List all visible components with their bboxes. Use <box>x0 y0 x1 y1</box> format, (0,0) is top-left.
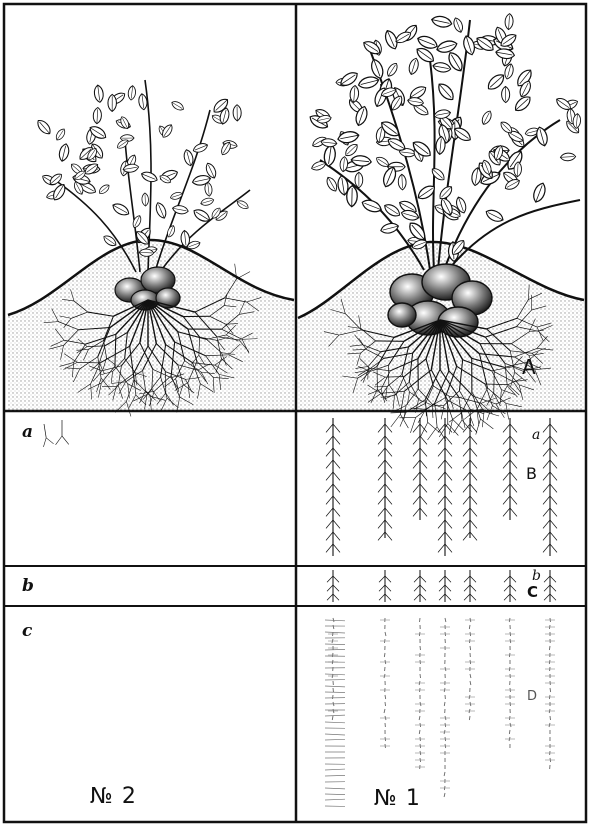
layer-label-C: C <box>527 585 538 600</box>
figure-number-2: № 2 <box>90 786 137 808</box>
layer-label-B: B <box>526 466 537 482</box>
soil-mound-left <box>8 240 294 411</box>
row-label-a-right: a <box>532 428 540 442</box>
row-label-c-left: c <box>22 623 32 640</box>
layer-label-A: A <box>522 357 536 377</box>
figure-number-1: № 1 <box>374 788 421 810</box>
foliage <box>35 13 581 261</box>
layer-label-D: D <box>527 690 537 703</box>
row-label-a-left: a <box>22 424 33 441</box>
row-label-b-right: b <box>532 569 541 583</box>
row-label-b-left: b <box>22 578 34 595</box>
